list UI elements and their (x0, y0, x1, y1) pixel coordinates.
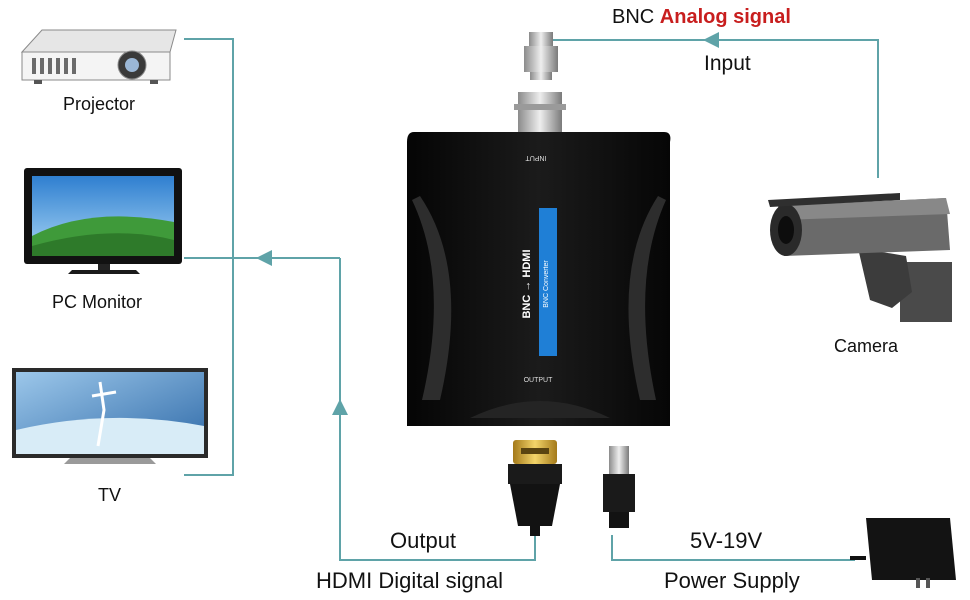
arrow-left-icon (703, 32, 719, 48)
camera-icon (768, 193, 952, 322)
input-label: Input (704, 52, 751, 75)
converter-input-port-label: INPUT (525, 154, 547, 161)
flow-arrows (256, 32, 719, 415)
tv-label: TV (98, 485, 122, 505)
badge-strip (539, 208, 557, 356)
dc-plug-icon (603, 446, 635, 528)
arrow-up-icon (332, 399, 348, 415)
pc-monitor-label: PC Monitor (52, 292, 143, 312)
converter-badge-sub: BNC Converter (543, 260, 550, 308)
camera-label: Camera (834, 336, 899, 356)
title-prefix: BNC (612, 6, 655, 28)
power-adapter-icon (850, 518, 956, 588)
hdmi-signal-label: HDMI Digital signal (316, 568, 504, 593)
power-supply-label: Power Supply (664, 568, 800, 593)
pc-monitor-icon (24, 168, 182, 274)
converter-output-port-label: OUTPUT (524, 377, 554, 384)
arrow-left-icon (256, 250, 272, 266)
bnc-connector-icon (524, 32, 558, 80)
projector-label: Projector (63, 94, 136, 114)
converter-box (407, 132, 671, 426)
projector-icon (20, 29, 177, 84)
title-highlight: Analog signal (659, 6, 791, 28)
bnc-port-icon (514, 92, 566, 132)
converter-badge-main: BNC → HDMI (521, 249, 533, 318)
output-label: Output (390, 528, 457, 553)
hdmi-plug-icon (508, 440, 562, 536)
voltage-label: 5V-19V (690, 528, 763, 553)
camera-input-line (540, 39, 879, 178)
power-line (611, 535, 855, 561)
diagram-title: BNC Analog signal (612, 6, 791, 29)
tv-icon (12, 368, 208, 464)
